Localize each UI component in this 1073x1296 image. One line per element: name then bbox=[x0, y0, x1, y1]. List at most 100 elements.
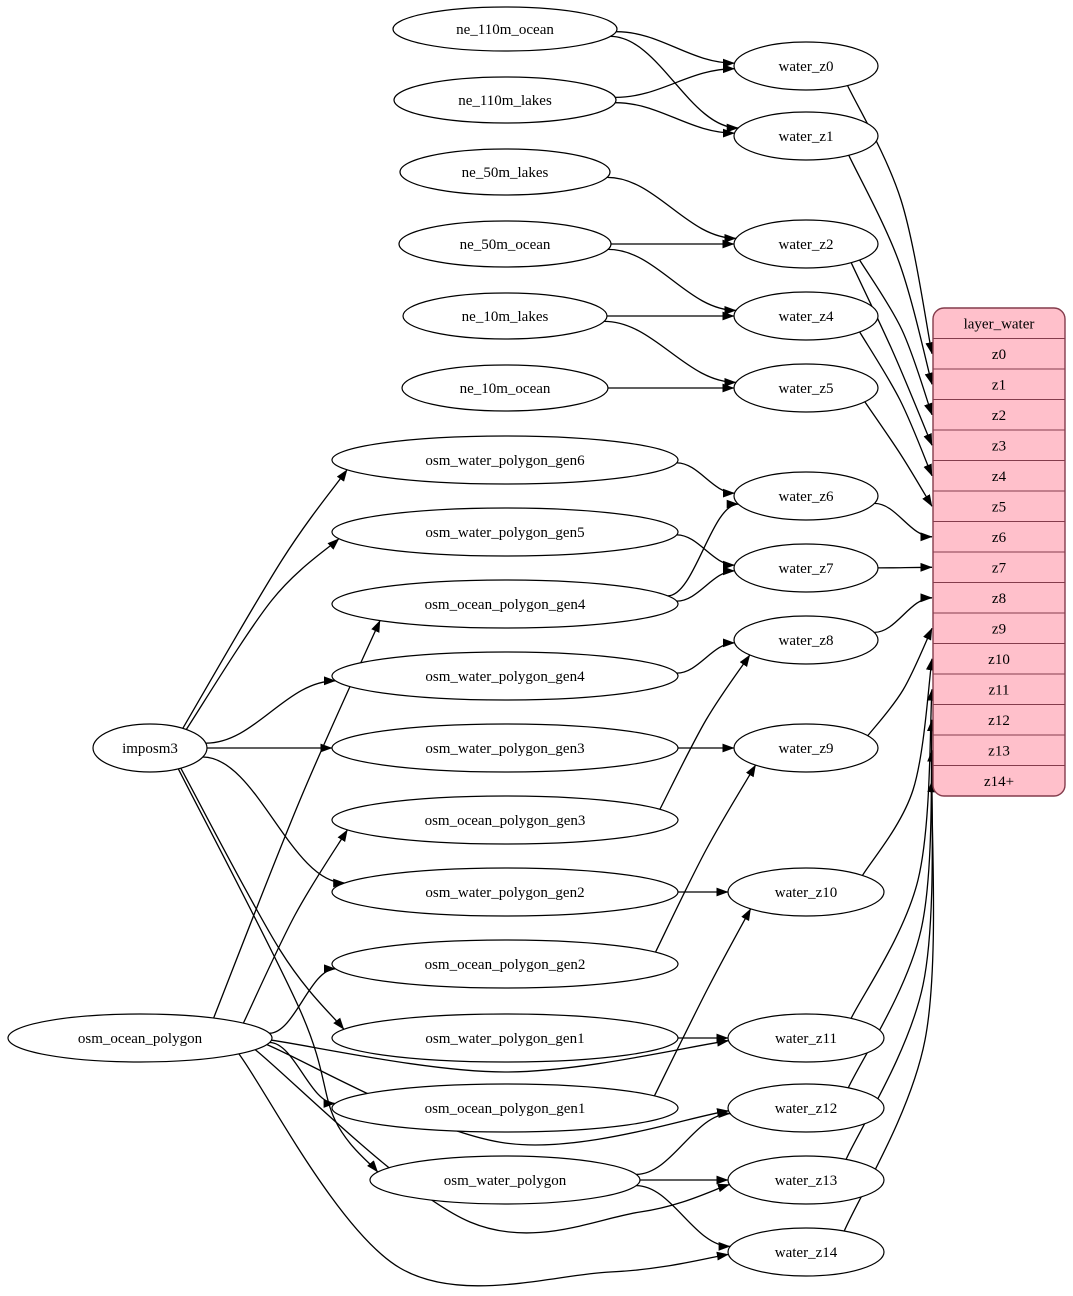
record-row-z6: z6 bbox=[992, 530, 1007, 546]
node-shape-water_z4 bbox=[733, 291, 879, 341]
edge-osm_ocean_polygon_gen4-to-water_z6 bbox=[667, 499, 739, 597]
edge-water_z9-to-z9 bbox=[867, 627, 933, 737]
node-ne_110m_ocean: ne_110m_ocean bbox=[392, 6, 618, 52]
node-shape-osm_water_polygon_gen3 bbox=[331, 723, 679, 773]
record-row-z2: z2 bbox=[992, 408, 1006, 424]
edge-ne_50m_lakes-to-water_z2 bbox=[607, 176, 737, 243]
node-osm_water_polygon_gen6: osm_water_polygon_gen6 bbox=[331, 435, 679, 485]
node-shape-ne_10m_lakes bbox=[402, 292, 608, 340]
node-osm_ocean_polygon_gen2: osm_ocean_polygon_gen2 bbox=[331, 939, 679, 989]
node-shape-water_z12 bbox=[727, 1083, 885, 1133]
node-label-osm_water_polygon_gen2: osm_water_polygon_gen2 bbox=[425, 885, 584, 901]
record-row-z8: z8 bbox=[992, 591, 1006, 607]
node-water_z9: water_z9 bbox=[733, 723, 879, 773]
node-label-osm_water_polygon_gen5: osm_water_polygon_gen5 bbox=[425, 525, 584, 541]
node-shape-water_z8 bbox=[733, 615, 879, 665]
node-label-water_z12: water_z12 bbox=[775, 1101, 837, 1117]
node-shape-ne_110m_ocean bbox=[392, 6, 618, 52]
edge-osm_water_polygon_gen5-to-water_z7 bbox=[676, 534, 735, 570]
edge-osm_ocean_polygon-to-water_z14 bbox=[238, 1053, 729, 1287]
edge-osm_ocean_polygon-to-osm_ocean_polygon_gen1 bbox=[269, 1041, 336, 1108]
record-row-z7: z7 bbox=[992, 560, 1007, 576]
node-osm_ocean_polygon_gen3: osm_ocean_polygon_gen3 bbox=[331, 795, 679, 845]
node-osm_water_polygon_gen1: osm_water_polygon_gen1 bbox=[331, 1013, 679, 1063]
node-label-ne_110m_ocean: ne_110m_ocean bbox=[456, 22, 554, 38]
edge-osm_ocean_polygon-to-water_z11 bbox=[271, 1037, 729, 1073]
node-label-water_z14: water_z14 bbox=[775, 1245, 838, 1261]
node-label-water_z8: water_z8 bbox=[779, 633, 834, 649]
node-osm_water_polygon_gen3: osm_water_polygon_gen3 bbox=[331, 723, 679, 773]
record-row-z1: z1 bbox=[992, 377, 1006, 393]
node-ne_10m_ocean: ne_10m_ocean bbox=[401, 364, 609, 412]
record-row-z14+: z14+ bbox=[984, 774, 1014, 790]
node-layer: imposm3 osm_ocean_polygon ne_110m_ocean ne_… bbox=[7, 6, 885, 1277]
node-shape-imposm3 bbox=[92, 723, 208, 773]
node-water_z13: water_z13 bbox=[727, 1155, 885, 1205]
node-water_z10: water_z10 bbox=[727, 867, 885, 917]
node-label-water_z11: water_z11 bbox=[775, 1031, 837, 1047]
record-row-z9: z9 bbox=[992, 621, 1006, 637]
node-label-water_z13: water_z13 bbox=[775, 1173, 837, 1189]
node-osm_water_polygon_gen4: osm_water_polygon_gen4 bbox=[331, 651, 679, 701]
node-shape-water_z1 bbox=[733, 111, 879, 161]
node-label-osm_water_polygon_gen3: osm_water_polygon_gen3 bbox=[425, 741, 584, 757]
node-ne_110m_lakes: ne_110m_lakes bbox=[393, 76, 617, 124]
edge-osm_ocean_polygon-to-water_z13 bbox=[254, 1049, 730, 1234]
node-label-ne_110m_lakes: ne_110m_lakes bbox=[458, 93, 552, 109]
node-shape-osm_ocean_polygon bbox=[7, 1013, 273, 1063]
edge-osm_water_polygon-to-water_z14 bbox=[636, 1184, 731, 1251]
node-label-osm_water_polygon: osm_water_polygon bbox=[444, 1173, 567, 1189]
node-shape-osm_water_polygon bbox=[369, 1155, 641, 1205]
edge-ne_110m_lakes-to-water_z1 bbox=[615, 102, 735, 138]
edge-water_z2-to-z2 bbox=[859, 259, 933, 416]
node-label-water_z7: water_z7 bbox=[779, 561, 834, 577]
edge-osm_ocean_polygon-to-water_z12 bbox=[266, 1043, 729, 1146]
edge-water_z5-to-z5 bbox=[864, 401, 933, 507]
edge-water_z0-to-z0 bbox=[847, 85, 935, 355]
node-ne_50m_lakes: ne_50m_lakes bbox=[399, 148, 611, 196]
edge-layer bbox=[177, 31, 937, 1287]
node-shape-osm_water_polygon_gen2 bbox=[331, 867, 679, 917]
node-label-water_z10: water_z10 bbox=[775, 885, 837, 901]
node-label-water_z1: water_z1 bbox=[779, 129, 834, 145]
edge-imposm3-to-osm_water_polygon_gen4 bbox=[205, 676, 336, 744]
node-osm_ocean_polygon_gen4: osm_ocean_polygon_gen4 bbox=[331, 579, 679, 629]
edge-water_z10-to-z10 bbox=[861, 658, 935, 876]
edge-osm_water_polygon_gen4-to-water_z8 bbox=[676, 638, 735, 674]
node-shape-osm_ocean_polygon_gen4 bbox=[331, 579, 679, 629]
edge-water_z6-to-z6 bbox=[874, 502, 933, 542]
node-shape-water_z11 bbox=[727, 1013, 885, 1063]
edge-osm_water_polygon-to-water_z12 bbox=[636, 1109, 731, 1176]
node-label-ne_50m_lakes: ne_50m_lakes bbox=[462, 165, 549, 181]
record-row-z4: z4 bbox=[992, 469, 1007, 485]
node-shape-osm_ocean_polygon_gen2 bbox=[331, 939, 679, 989]
node-label-water_z2: water_z2 bbox=[779, 237, 834, 253]
record-row-z11: z11 bbox=[988, 682, 1009, 698]
node-shape-ne_50m_ocean bbox=[398, 220, 612, 268]
edge-osm_ocean_polygon_gen2-to-water_z9 bbox=[654, 764, 757, 953]
node-osm_water_polygon_gen5: osm_water_polygon_gen5 bbox=[331, 507, 679, 557]
node-shape-water_z13 bbox=[727, 1155, 885, 1205]
record-layer-water: layer_waterz0z1z2z3z4z5z6z7z8z9z10z11z12… bbox=[932, 307, 1066, 797]
node-label-water_z6: water_z6 bbox=[779, 489, 834, 505]
node-shape-osm_water_polygon_gen5 bbox=[331, 507, 679, 557]
node-osm_ocean_polygon_gen1: osm_ocean_polygon_gen1 bbox=[331, 1083, 679, 1133]
node-shape-water_z7 bbox=[733, 543, 879, 593]
node-water_z1: water_z1 bbox=[733, 111, 879, 161]
node-label-osm_ocean_polygon_gen4: osm_ocean_polygon_gen4 bbox=[425, 597, 586, 613]
edge-ne_110m_ocean-to-water_z1 bbox=[610, 35, 739, 133]
edge-osm_ocean_polygon_gen4-to-water_z7 bbox=[676, 566, 735, 602]
node-label-osm_ocean_polygon_gen2: osm_ocean_polygon_gen2 bbox=[425, 957, 586, 973]
node-label-imposm3: imposm3 bbox=[122, 741, 178, 757]
node-water_z14: water_z14 bbox=[727, 1227, 885, 1277]
node-label-water_z5: water_z5 bbox=[779, 381, 834, 397]
node-shape-water_z14 bbox=[727, 1227, 885, 1277]
node-water_z8: water_z8 bbox=[733, 615, 879, 665]
node-shape-osm_water_polygon_gen4 bbox=[331, 651, 679, 701]
node-shape-osm_ocean_polygon_gen3 bbox=[331, 795, 679, 845]
node-label-water_z9: water_z9 bbox=[779, 741, 834, 757]
node-osm_ocean_polygon: osm_ocean_polygon bbox=[7, 1013, 273, 1063]
record-row-z13: z13 bbox=[988, 743, 1010, 759]
